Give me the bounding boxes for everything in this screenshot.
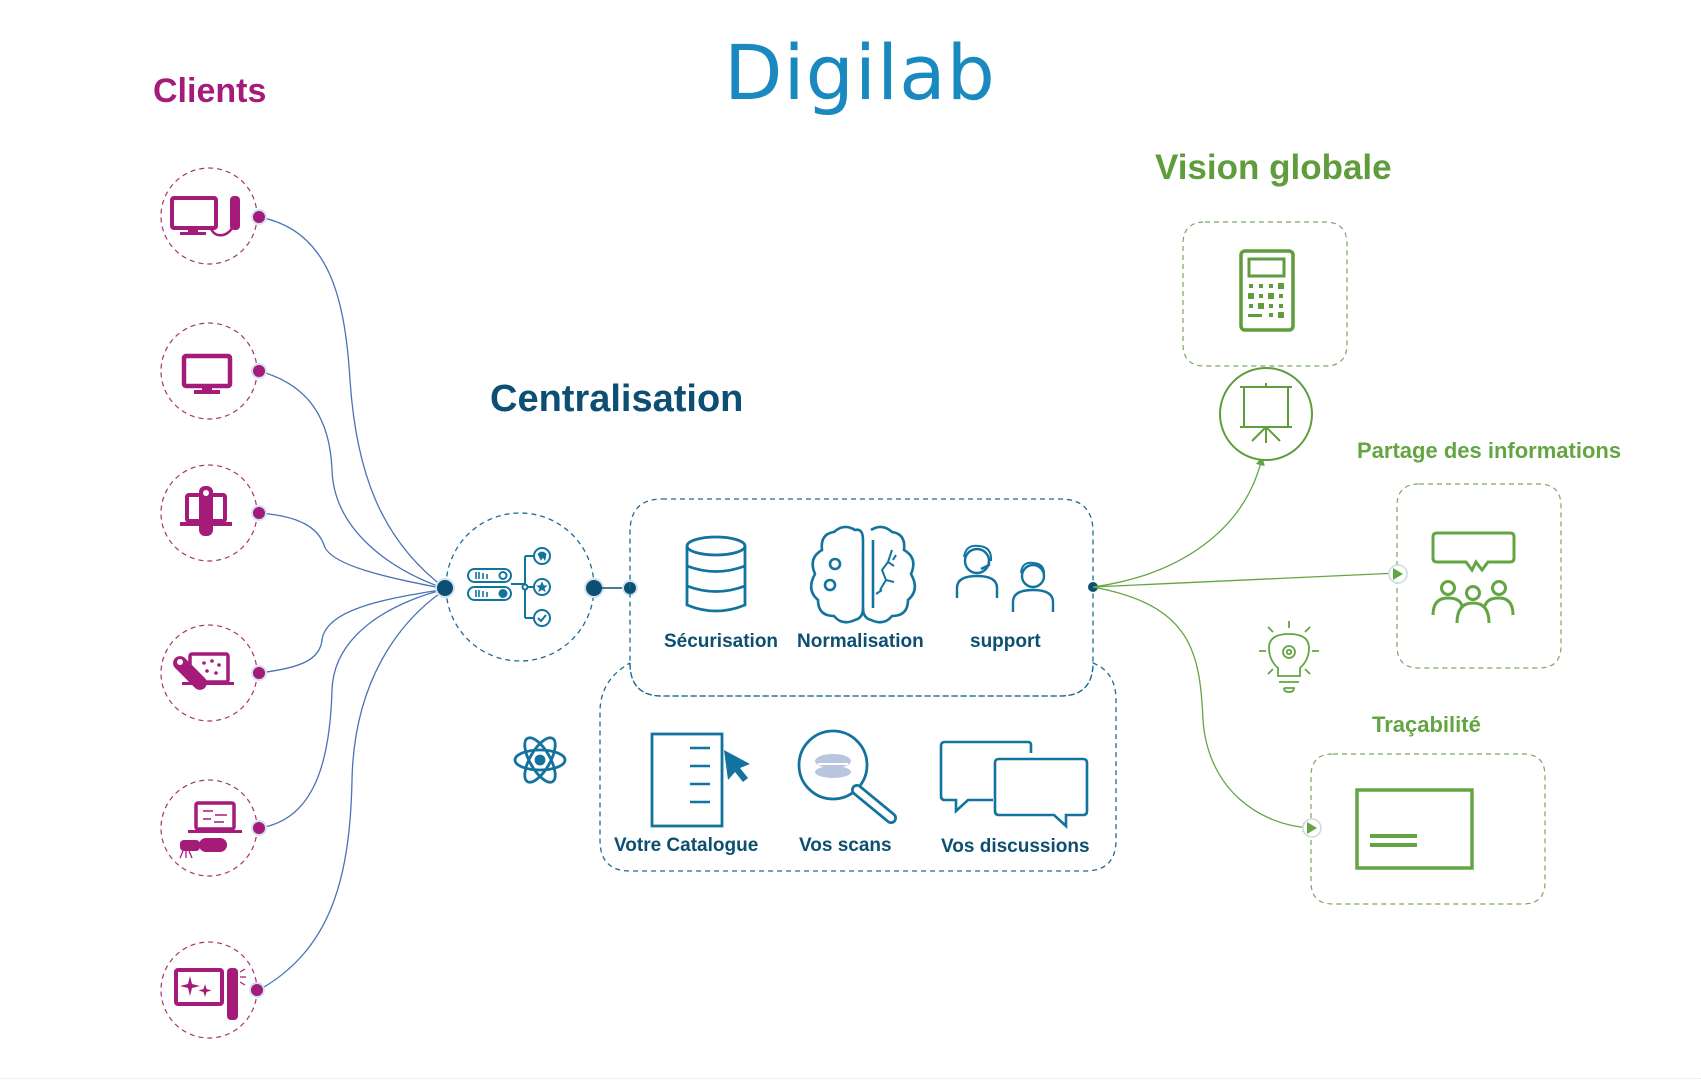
server-sorting-icon bbox=[467, 547, 551, 627]
tracabilite-title: Traçabilité bbox=[1372, 712, 1481, 737]
atom-icon bbox=[513, 736, 567, 784]
group-discussion-icon bbox=[1431, 531, 1516, 624]
monitor-with-intraoral-scanner-cable-icon bbox=[170, 196, 240, 237]
vision-globale-box[interactable] bbox=[1182, 221, 1348, 367]
client-link-5 bbox=[258, 588, 447, 829]
client-link-3 bbox=[258, 512, 447, 590]
tool-label-scans: Vos scans bbox=[799, 835, 892, 856]
tablet-with-scanner-icon bbox=[174, 968, 246, 1020]
client-link-6 bbox=[258, 588, 447, 991]
client-link-4 bbox=[258, 588, 447, 674]
presentation-board-icon bbox=[1240, 383, 1292, 443]
client-link-1 bbox=[258, 216, 447, 590]
log-window-icon bbox=[1355, 788, 1474, 870]
tracabilite-box[interactable] bbox=[1302, 753, 1546, 905]
partage-informations-title: Partage des informations bbox=[1357, 438, 1622, 463]
client-link-2 bbox=[258, 370, 447, 590]
service-label-securisation: Sécurisation bbox=[664, 631, 779, 652]
tool-label-catalogue: Votre Catalogue bbox=[614, 835, 759, 856]
brain-gears-icon bbox=[809, 525, 917, 624]
client-node-1[interactable] bbox=[160, 167, 267, 265]
laptop-scanning-icon bbox=[173, 652, 234, 690]
centralisation-title: Centralisation bbox=[490, 378, 744, 420]
link-to-tracabilite bbox=[1092, 586, 1312, 833]
hub-input-port bbox=[435, 578, 455, 598]
service-label-normalisation: Normalisation bbox=[797, 631, 924, 652]
client-node-3[interactable] bbox=[160, 464, 267, 562]
support-agents-headset-icon bbox=[955, 544, 1055, 612]
clients-title: Clients bbox=[153, 72, 267, 110]
lightbulb-gear-icon bbox=[1259, 621, 1319, 693]
database-icon bbox=[685, 535, 747, 613]
monitor-icon bbox=[181, 353, 233, 394]
magnifier-dental-scan-icon bbox=[797, 729, 897, 824]
catalogue-document-cursor-icon bbox=[650, 732, 750, 828]
client-node-6[interactable] bbox=[160, 941, 265, 1039]
output-links bbox=[1092, 456, 1400, 833]
client-node-2[interactable] bbox=[160, 322, 267, 420]
digilab-logo: Digilab bbox=[724, 28, 996, 117]
client-links bbox=[258, 216, 447, 991]
laptop-with-scanner-icon bbox=[180, 486, 232, 536]
presentation-board-connector bbox=[1219, 367, 1313, 461]
calculator-icon bbox=[1239, 249, 1295, 332]
client-nodes bbox=[160, 167, 267, 1039]
partage-informations-box[interactable] bbox=[1388, 483, 1562, 669]
client-node-4[interactable] bbox=[160, 624, 267, 722]
tool-label-discussions: Vos discussions bbox=[941, 836, 1090, 857]
link-to-vision bbox=[1092, 456, 1265, 588]
tools-box bbox=[599, 662, 1117, 872]
client-node-5[interactable] bbox=[160, 779, 267, 877]
bottom-divider bbox=[0, 1078, 1701, 1080]
service-label-support: support bbox=[970, 631, 1041, 652]
link-to-partage bbox=[1092, 568, 1400, 588]
laptop-with-desktop-scanner-icon bbox=[179, 801, 242, 859]
services-box bbox=[629, 498, 1094, 697]
chat-bubbles-icon bbox=[939, 740, 1089, 829]
centralisation-hub[interactable] bbox=[435, 512, 604, 662]
vision-globale-title: Vision globale bbox=[1155, 148, 1392, 187]
